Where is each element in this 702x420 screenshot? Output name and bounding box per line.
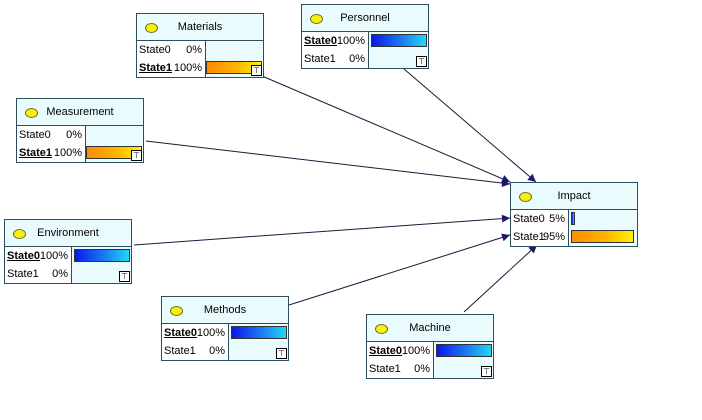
state-label: State0 bbox=[19, 129, 51, 141]
probability-bar bbox=[371, 34, 427, 47]
state-label: State1 bbox=[139, 62, 173, 74]
lightbulb-icon bbox=[375, 324, 388, 334]
probability-bar bbox=[231, 326, 287, 339]
lightbulb-icon bbox=[170, 306, 183, 316]
node-title: Impact bbox=[557, 190, 591, 202]
probability-bar bbox=[74, 249, 130, 262]
state-row: State1 0% ⊤ bbox=[302, 50, 428, 68]
state-label: State0 bbox=[7, 250, 41, 262]
edge-machine-impact bbox=[463, 244, 538, 313]
node-title: Personnel bbox=[340, 12, 390, 24]
expand-icon[interactable]: ⊤ bbox=[251, 65, 262, 76]
state-percent: 0% bbox=[209, 345, 225, 357]
state-percent: 5% bbox=[549, 213, 565, 225]
state-row: State1 0% ⊤ bbox=[5, 265, 131, 283]
probability-bar bbox=[571, 212, 575, 225]
state-label: State1 bbox=[369, 363, 401, 375]
state-percent: 100% bbox=[401, 345, 430, 357]
state-percent: 0% bbox=[186, 44, 202, 56]
state-row: State0 0% bbox=[137, 41, 263, 59]
expand-icon[interactable]: ⊤ bbox=[481, 366, 492, 377]
state-label: State0 bbox=[369, 345, 403, 357]
expand-icon[interactable]: ⊤ bbox=[276, 348, 287, 359]
state-label: State0 bbox=[513, 213, 545, 225]
node-title: Materials bbox=[177, 21, 223, 33]
state-label: State1 bbox=[164, 345, 196, 357]
edge-methods-impact bbox=[288, 233, 511, 306]
state-percent: 0% bbox=[349, 53, 365, 65]
lightbulb-icon bbox=[145, 23, 158, 33]
edge-materials-impact bbox=[261, 75, 511, 183]
state-label: State1 bbox=[19, 147, 53, 159]
probability-bar bbox=[436, 344, 492, 357]
expand-icon[interactable]: ⊤ bbox=[131, 150, 142, 161]
lightbulb-icon bbox=[13, 229, 26, 239]
expand-icon[interactable]: ⊤ bbox=[119, 271, 130, 282]
edge-environment-impact bbox=[133, 214, 511, 246]
node-title: Environment bbox=[37, 227, 99, 239]
state-row: State0 0% bbox=[17, 126, 143, 144]
state-percent: 0% bbox=[52, 268, 68, 280]
node-title: Measurement bbox=[46, 106, 114, 118]
edge-measurement-impact bbox=[145, 140, 511, 188]
state-label: State0 bbox=[304, 35, 338, 47]
state-row: State1 0% ⊤ bbox=[367, 360, 493, 378]
state-label: State1 bbox=[304, 53, 336, 65]
edge-personnel-impact bbox=[403, 68, 537, 183]
state-percent: 0% bbox=[414, 363, 430, 375]
state-percent: 100% bbox=[173, 62, 202, 74]
state-label: State1 bbox=[7, 268, 39, 280]
state-percent: 100% bbox=[53, 147, 82, 159]
probability-bar bbox=[571, 230, 634, 243]
state-percent: 95% bbox=[542, 231, 565, 243]
state-row: State1 0% ⊤ bbox=[162, 342, 288, 360]
lightbulb-icon bbox=[519, 192, 532, 202]
lightbulb-icon bbox=[310, 14, 323, 24]
state-percent: 100% bbox=[336, 35, 365, 47]
state-label: State0 bbox=[164, 327, 198, 339]
expand-icon[interactable]: ⊤ bbox=[416, 56, 427, 67]
state-percent: 0% bbox=[66, 129, 82, 141]
state-row: State0 5% bbox=[511, 210, 637, 228]
state-label: State1 bbox=[513, 231, 545, 243]
node-title: Machine bbox=[409, 322, 451, 334]
state-percent: 100% bbox=[196, 327, 225, 339]
state-label: State0 bbox=[139, 44, 171, 56]
node-title: Methods bbox=[203, 304, 247, 316]
lightbulb-icon bbox=[25, 108, 38, 118]
state-percent: 100% bbox=[39, 250, 68, 262]
